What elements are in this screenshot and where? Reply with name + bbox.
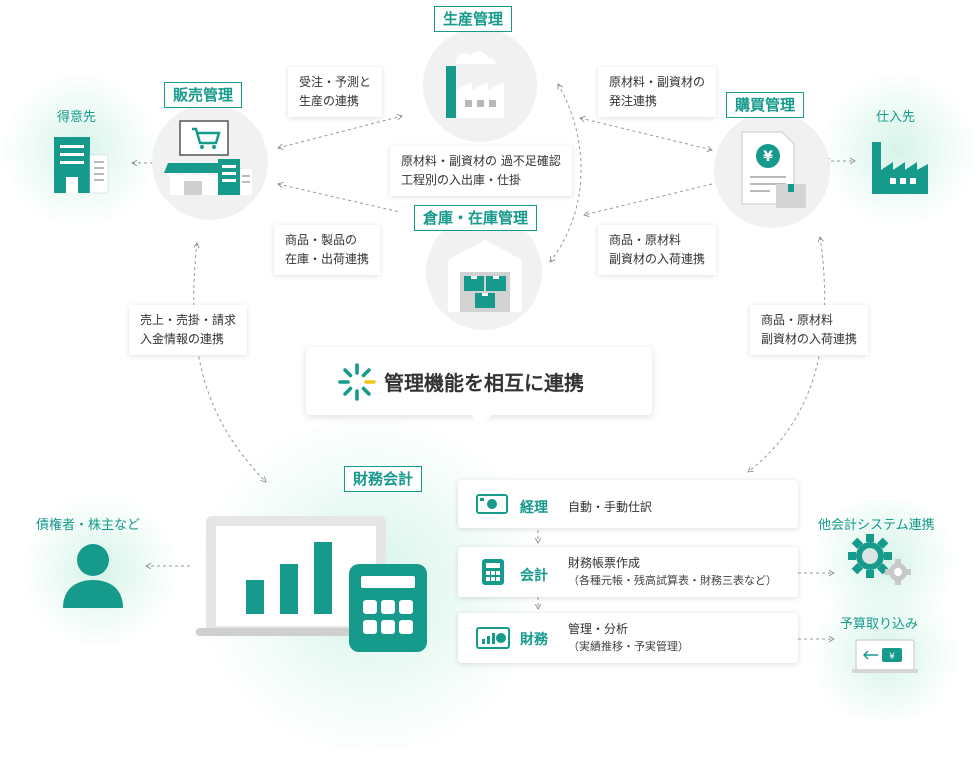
callout-pointer <box>470 414 492 426</box>
function-card-kaikei: 会計 財務帳票作成 （各種元帳・残高試算表・財務三表など） <box>458 547 798 597</box>
customer-building-icon <box>54 137 109 194</box>
production-title: 生産管理 <box>434 6 513 32</box>
link-sales-finance: 売上・売掛・請求入金情報の連携 <box>129 305 248 355</box>
customer-label: 得意先 <box>57 110 97 125</box>
budget-import-icon: ¥ <box>852 639 918 673</box>
production-circle <box>423 28 537 142</box>
function-card-keiri: 経理 自動・手動仕訳 <box>458 480 798 528</box>
link-sales-warehouse: 商品・製品の在庫・出荷連携 <box>274 225 381 275</box>
gear-icon <box>848 534 911 585</box>
function-tag-zaimu: 財務 <box>520 632 548 648</box>
money-icon <box>476 494 508 514</box>
factory-icon <box>446 51 504 118</box>
arrow-sales-finance <box>193 242 267 483</box>
purchasing-title: 購買管理 <box>726 92 805 118</box>
logo-icon <box>338 363 376 401</box>
other-system-label: 他会計システム連携 <box>818 518 935 533</box>
yen-document-icon: ¥ <box>741 131 806 208</box>
function-card-zaimu: 財務 管理・分析 （実績推移・予実管理） <box>458 613 798 663</box>
supplier-label: 仕入先 <box>876 110 916 125</box>
finance-title: 財務会計 <box>344 466 423 492</box>
arrow-sales-warehouse <box>277 181 401 213</box>
function-text-zaimu: 管理・分析 （実績推移・予実管理） <box>568 622 689 653</box>
calculator-icon <box>349 564 427 652</box>
laptop-chart-icon <box>196 516 396 636</box>
chart-small-icon <box>476 627 510 649</box>
sales-title: 販売管理 <box>164 82 243 108</box>
function-text-kaikei: 財務帳票作成 （各種元帳・残高試算表・財務三表など） <box>568 556 777 587</box>
arrow-sales-production <box>277 114 403 150</box>
link-production-purchasing: 原材料・副資材の発注連携 <box>598 67 717 117</box>
function-tag-kaikei: 会計 <box>520 568 548 584</box>
calculator-small-icon <box>482 559 504 585</box>
function-tag-keiri: 経理 <box>520 500 548 516</box>
warehouse-title: 倉庫・在庫管理 <box>414 205 538 231</box>
arrow-purchasing-finance <box>747 236 826 473</box>
link-production-warehouse: 原材料・副資材の 過不足確認工程別の入出庫・仕掛 <box>390 146 572 196</box>
link-purchasing-finance: 商品・原材料副資材の入荷連携 <box>750 305 869 355</box>
budget-yen-symbol: ¥ <box>889 652 895 662</box>
center-text: 管理機能を相互に連携 <box>384 371 584 395</box>
function-text-keiri: 自動・手動仕訳 <box>568 500 653 514</box>
warehouse-icon <box>448 240 522 312</box>
person-icon <box>63 544 123 608</box>
yen-symbol: ¥ <box>763 149 773 165</box>
link-purchasing-warehouse: 商品・原材料副資材の入荷連携 <box>598 225 717 275</box>
creditors-label: 債権者・株主など <box>36 518 141 533</box>
budget-import-label: 予算取り込み <box>840 617 919 632</box>
link-sales-production: 受注・予測と生産の連携 <box>288 67 383 117</box>
arrow-production-purchasing <box>579 116 713 152</box>
arrow-purchasing-warehouse <box>583 183 713 217</box>
center-callout: 管理機能を相互に連携 <box>306 347 652 415</box>
supplier-glow <box>818 70 978 230</box>
supplier-factory-icon <box>872 142 928 194</box>
store-icon <box>164 120 252 195</box>
